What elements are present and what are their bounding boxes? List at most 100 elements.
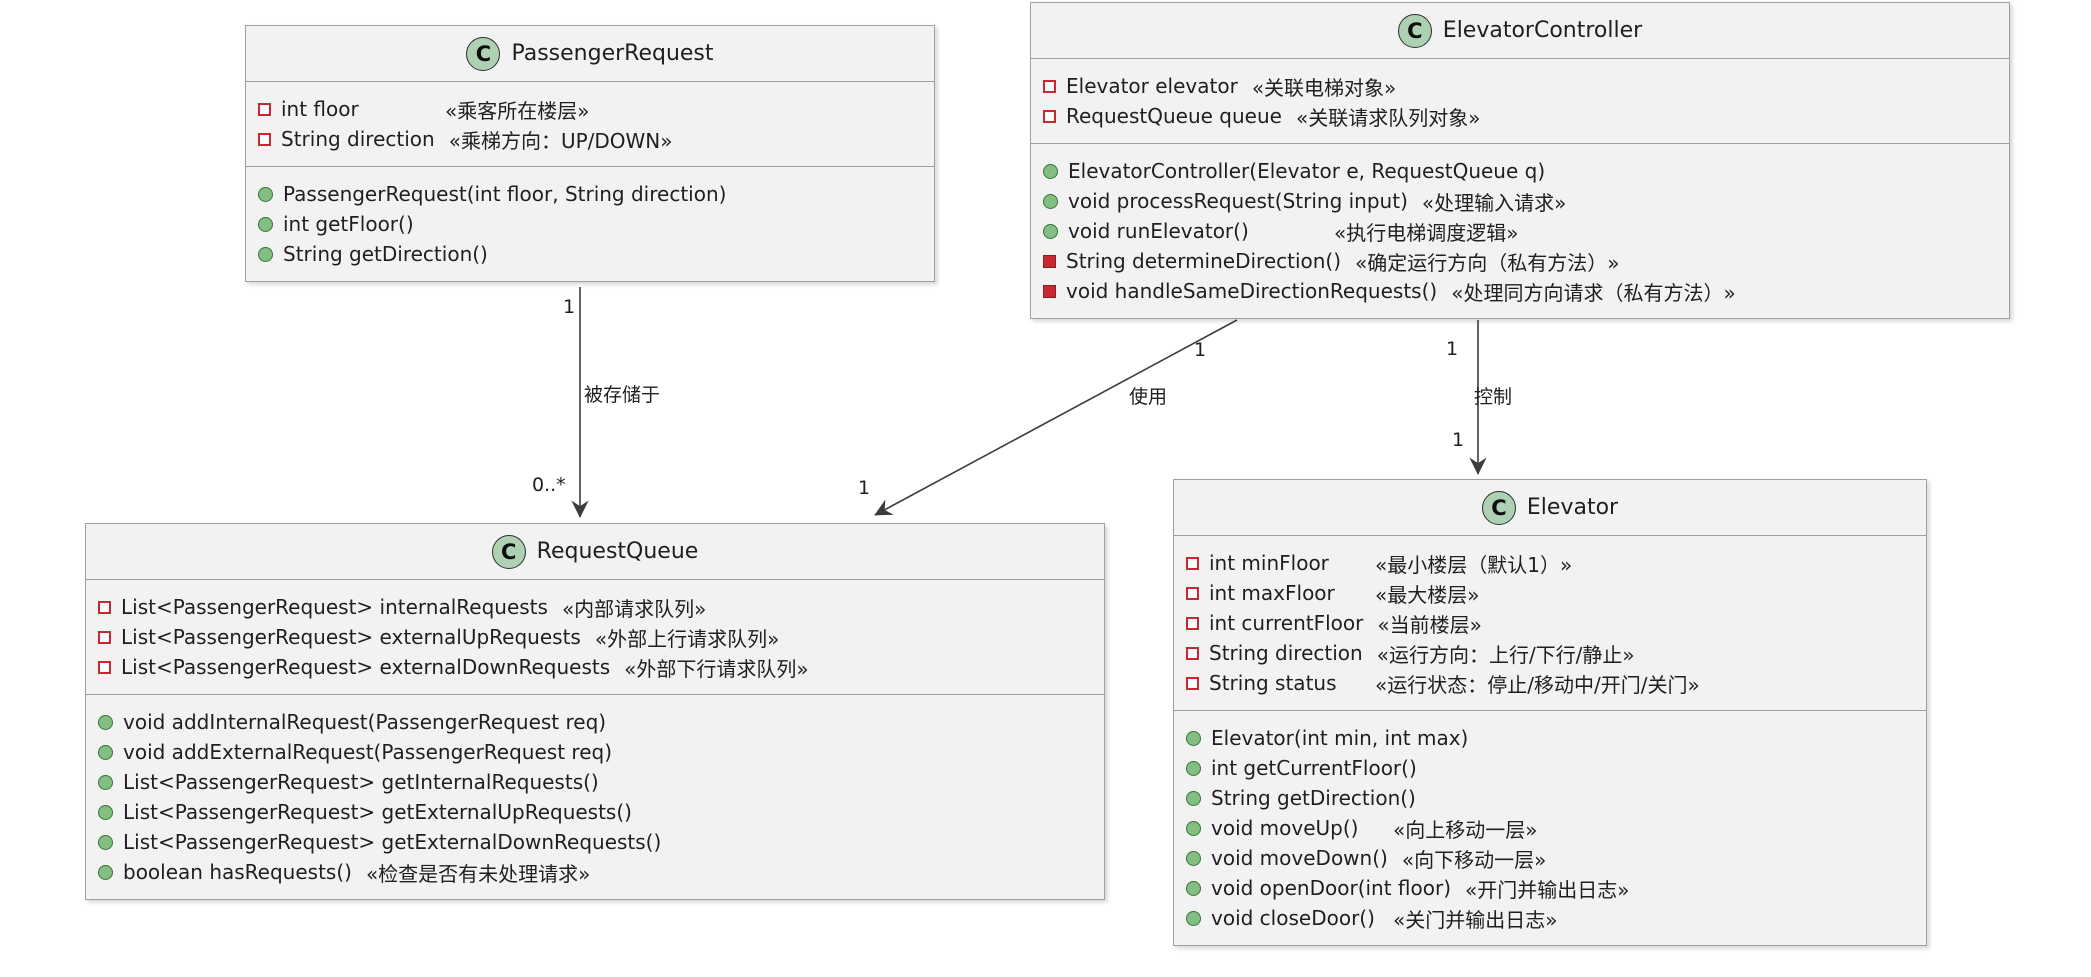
method-text: List<PassengerRequest> getExternalUpRequ… — [123, 800, 632, 824]
fields-section: int floor «乘客所在楼层» String direction «乘梯方… — [246, 82, 934, 167]
private-field-icon — [98, 660, 111, 674]
method-text: void openDoor(int floor) — [1211, 876, 1452, 900]
method-text: void handleSameDirectionRequests() — [1066, 279, 1438, 303]
fields-section: int minFloor «最小楼层（默认1）» int maxFloor «最… — [1174, 536, 1926, 711]
method-row: void closeDoor() «关门并输出日志» — [1186, 903, 1914, 933]
public-method-icon — [98, 774, 113, 790]
field-note: «运行状态：停止/移动中/开门/关门» — [1375, 672, 1700, 697]
field-text: String status — [1209, 671, 1337, 695]
public-method-icon — [98, 804, 113, 820]
field-text: int minFloor — [1209, 551, 1329, 575]
field-text: Elevator elevator — [1066, 74, 1238, 98]
field-text: List<PassengerRequest> externalUpRequest… — [121, 625, 581, 649]
methods-section: ElevatorController(Elevator e, RequestQu… — [1031, 144, 2009, 318]
public-method-icon — [258, 246, 273, 262]
association-uses — [874, 319, 1238, 516]
method-text: void moveUp() — [1211, 816, 1359, 840]
field-row: int floor «乘客所在楼层» — [258, 94, 922, 124]
field-text: int currentFloor — [1209, 611, 1364, 635]
multiplicity-label: 1 — [1194, 339, 1207, 361]
method-text: List<PassengerRequest> getInternalReques… — [123, 770, 599, 794]
private-field-icon — [1186, 646, 1199, 660]
methods-section: void addInternalRequest(PassengerRequest… — [86, 695, 1104, 899]
public-method-icon — [1186, 760, 1201, 776]
field-text: List<PassengerRequest> internalRequests — [121, 595, 548, 619]
method-note: «执行电梯调度逻辑» — [1334, 220, 1519, 245]
field-note: «运行方向：上行/下行/静止» — [1376, 642, 1635, 667]
method-text: boolean hasRequests() — [123, 860, 352, 884]
method-row: String determineDirection() «确定运行方向（私有方法… — [1043, 246, 1997, 276]
method-text: void addExternalRequest(PassengerRequest… — [123, 740, 612, 764]
class-icon: C — [1397, 13, 1432, 48]
public-method-icon — [98, 834, 113, 850]
field-text: RequestQueue queue — [1066, 104, 1282, 128]
private-field-icon — [98, 630, 111, 644]
class-header: C ElevatorController — [1031, 3, 2009, 59]
field-note: «外部下行请求队列» — [624, 656, 809, 681]
class-title: PassengerRequest — [511, 41, 714, 66]
field-row: RequestQueue queue «关联请求队列对象» — [1043, 101, 1997, 131]
method-note: «检查是否有未处理请求» — [365, 861, 591, 886]
method-text: String getDirection() — [283, 242, 488, 266]
class-icon: C — [491, 534, 526, 569]
association-label: 被存储于 — [584, 384, 661, 406]
method-text: Elevator(int min, int max) — [1211, 726, 1469, 750]
field-row: String direction «运行方向：上行/下行/静止» — [1186, 638, 1914, 668]
method-row: List<PassengerRequest> getExternalDownRe… — [98, 827, 1092, 857]
public-method-icon — [1186, 820, 1201, 836]
method-row: Elevator(int min, int max) — [1186, 723, 1914, 753]
multiplicity-label: 1 — [858, 477, 871, 499]
method-text: PassengerRequest(int floor, String direc… — [283, 182, 727, 206]
private-method-icon — [1043, 254, 1056, 268]
public-method-icon — [98, 714, 113, 730]
field-row: String status «运行状态：停止/移动中/开门/关门» — [1186, 668, 1914, 698]
field-note: «内部请求队列» — [561, 596, 707, 621]
class-box-requestqueue: C RequestQueue List<PassengerRequest> in… — [85, 523, 1105, 900]
class-title: Elevator — [1526, 495, 1619, 520]
method-text: void addInternalRequest(PassengerRequest… — [123, 710, 607, 734]
public-method-icon — [1186, 730, 1201, 746]
public-method-icon — [258, 186, 273, 202]
private-field-icon — [258, 102, 271, 116]
field-text: String direction — [281, 127, 435, 151]
method-row: void runElevator() «执行电梯调度逻辑» — [1043, 216, 1997, 246]
multiplicity-label: 1 — [1452, 429, 1465, 451]
method-row: List<PassengerRequest> getExternalUpRequ… — [98, 797, 1092, 827]
method-text: ElevatorController(Elevator e, RequestQu… — [1068, 159, 1546, 183]
field-row: int minFloor «最小楼层（默认1）» — [1186, 548, 1914, 578]
fields-section: Elevator elevator «关联电梯对象» RequestQueue … — [1031, 59, 2009, 144]
method-row: void moveUp() «向上移动一层» — [1186, 813, 1914, 843]
field-row: Elevator elevator «关联电梯对象» — [1043, 71, 1997, 101]
class-header: C PassengerRequest — [246, 26, 934, 82]
fields-section: List<PassengerRequest> internalRequests … — [86, 580, 1104, 695]
method-row: int getCurrentFloor() — [1186, 753, 1914, 783]
field-note: «乘梯方向：UP/DOWN» — [448, 128, 673, 153]
class-box-passengerrequest: C PassengerRequest int floor «乘客所在楼层» St… — [245, 25, 935, 282]
field-note: «关联电梯对象» — [1251, 75, 1397, 100]
class-title: ElevatorController — [1442, 18, 1643, 43]
method-row: void openDoor(int floor) «开门并输出日志» — [1186, 873, 1914, 903]
field-row: List<PassengerRequest> internalRequests … — [98, 592, 1092, 622]
public-method-icon — [98, 744, 113, 760]
multiplicity-label: 1 — [563, 296, 576, 318]
private-field-icon — [258, 132, 271, 146]
public-method-icon — [258, 216, 273, 232]
class-box-elevator: C Elevator int minFloor «最小楼层（默认1）» int … — [1173, 479, 1927, 946]
class-header: C RequestQueue — [86, 524, 1104, 580]
method-row: ElevatorController(Elevator e, RequestQu… — [1043, 156, 1997, 186]
method-text: void processRequest(String input) — [1068, 189, 1408, 213]
public-method-icon — [1043, 193, 1058, 209]
method-row: void handleSameDirectionRequests() «处理同方… — [1043, 276, 1997, 306]
private-field-icon — [1043, 79, 1056, 93]
method-text: int getFloor() — [283, 212, 414, 236]
public-method-icon — [98, 864, 113, 880]
method-row: String getDirection() — [1186, 783, 1914, 813]
methods-section: Elevator(int min, int max) int getCurren… — [1174, 711, 1926, 945]
class-header: C Elevator — [1174, 480, 1926, 536]
method-text: List<PassengerRequest> getExternalDownRe… — [123, 830, 662, 854]
private-field-icon — [1043, 109, 1056, 123]
private-field-icon — [1186, 676, 1199, 690]
public-method-icon — [1186, 880, 1201, 896]
multiplicity-label: 0..* — [532, 474, 566, 496]
